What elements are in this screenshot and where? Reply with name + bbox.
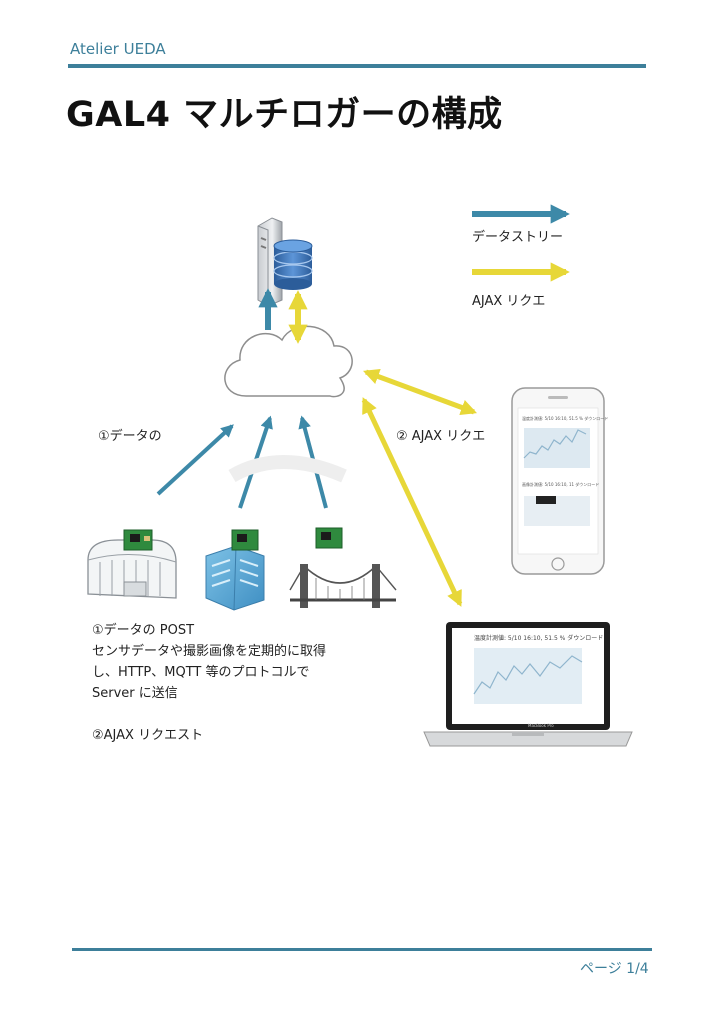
cloud-phone-ajax-arrow [362,368,478,416]
ajax-label: ② AJAX リクエ [396,429,486,444]
sensor-board-icon [315,527,343,549]
description-line: し、HTTP、MQTT 等のプロトコルで [92,665,310,680]
description-line: ②AJAX リクエスト [92,728,204,743]
phone-chart1-title: 温度計測値: 5/10 16:10, 51.5 % ダウンロード [522,415,608,421]
laptop-brand: MacBook Pro [528,723,554,728]
brand-name: Atelier UEDA [70,40,166,58]
header-rule [68,64,646,68]
page-number: ページ 1/4 [580,961,649,977]
description-line: Server に送信 [92,686,178,701]
building-icon [205,545,265,611]
footer-rule [72,948,652,951]
laptop-chart-title: 温度計測値: 5/10 16:10, 51.5 % ダウンロード [474,634,603,642]
smartphone-icon [511,387,605,575]
laptop-icon [423,622,633,747]
greenhouse-icon [87,539,177,599]
greenhouse-to-cloud-arrow [156,424,234,496]
legend-data-label: データストリー [472,230,564,245]
page-title: GAL4 マルチロガーの構成 [66,95,503,135]
cloud-laptop-ajax-arrow [361,397,463,607]
database-icon [273,239,313,290]
cloud-icon [224,325,353,398]
description-line: センサデータや撮影画像を定期的に取得 [92,644,327,659]
description-line [92,704,326,725]
phone-chart2-title: 画像計測値: 5/10 16:10, 11 ダウンロード [522,481,599,487]
sensor-board-icon [231,529,259,551]
description: ①データの POST センサデータや撮影画像を定期的に取得 し、HTTP、MQT… [92,620,326,746]
sensor-board-icon [123,529,153,551]
post-label: ①データの [98,429,162,444]
description-line: ①データの POST [92,623,195,638]
bridge-icon [289,564,397,608]
legend-ajax-label: AJAX リクエ [472,294,546,309]
